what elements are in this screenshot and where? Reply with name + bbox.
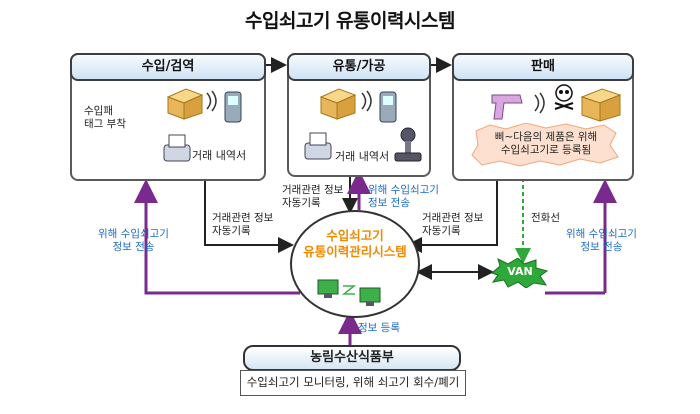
monitor-icon xyxy=(317,279,339,298)
rfid-signal-icon xyxy=(206,90,217,112)
stage-sale: 판매 삐~다음의 제품은 위해 수입쇠고기로 등록됨 xyxy=(452,53,634,181)
stage-import-header: 수입/검역 xyxy=(70,53,266,81)
skull-icon xyxy=(554,84,574,110)
stage-sale-header: 판매 xyxy=(452,53,634,81)
page-title: 수입쇠고기 유통이력시스템 xyxy=(245,10,455,32)
rfid-signal-icon xyxy=(534,92,545,114)
stage-import-doc: 거래 내역서 xyxy=(192,149,247,162)
scale-icon xyxy=(394,127,422,162)
arrow-left-record xyxy=(204,178,294,253)
beef-box-icon xyxy=(319,88,357,120)
ministry-header: 농림수산식품부 xyxy=(243,345,461,371)
center-system xyxy=(290,210,420,318)
arrow-right-record xyxy=(406,178,498,253)
stage-distribution: 유통/가공 거래 내역서 xyxy=(287,53,431,177)
stage-distribution-header: 유통/가공 xyxy=(287,53,431,81)
beef-box-icon xyxy=(166,88,204,120)
ministry-task-box: 수입쇠고기 모니터링, 위해 쇠고기 회수/폐기 xyxy=(240,370,466,396)
monitor-icon xyxy=(359,287,381,306)
tag-text: 수입패 태그 부착 xyxy=(84,105,126,130)
handheld-reader-icon xyxy=(379,91,397,123)
mid-auto-record-label: 거래관련 정보 자동기록 xyxy=(282,184,344,209)
sale-warning-text: 삐~다음의 제품은 위해 수입쇠고기로 등록됨 xyxy=(494,131,598,156)
rfid-signal-icon xyxy=(361,90,372,112)
phone-line-label: 전화선 xyxy=(531,212,560,224)
receipt-printer-icon xyxy=(163,134,191,162)
network-link-icon xyxy=(342,285,356,295)
right-auto-record-label: 거래관련 정보 자동기록 xyxy=(422,212,484,237)
left-hazard-label: 위해 수입쇠고기 정보 전송 xyxy=(98,228,169,253)
left-auto-record-label: 거래관련 정보 자동기록 xyxy=(212,212,274,237)
mid-hazard-label: 위해 수입쇠고기 정보 전송 xyxy=(368,184,439,209)
stage-import: 수입/검역 수입패 태그 부착 거래 내역서 xyxy=(70,53,266,181)
center-system-title: 수입쇠고기 유통이력관리시스템 xyxy=(303,228,407,259)
receipt-printer-icon xyxy=(304,132,332,160)
stage-distribution-doc: 거래 내역서 xyxy=(335,150,390,163)
van-label: VAN xyxy=(507,265,533,278)
right-hazard-label: 위해 수입쇠고기 정보 전송 xyxy=(566,228,637,253)
scanner-gun-icon xyxy=(491,94,523,120)
van-burst-icon xyxy=(491,258,548,288)
purple-left-loop xyxy=(134,179,300,295)
warning-burst xyxy=(471,123,619,167)
handheld-reader-icon xyxy=(224,91,242,123)
beef-box-icon xyxy=(580,88,622,122)
info-register-label: 정보 등록 xyxy=(358,322,400,334)
